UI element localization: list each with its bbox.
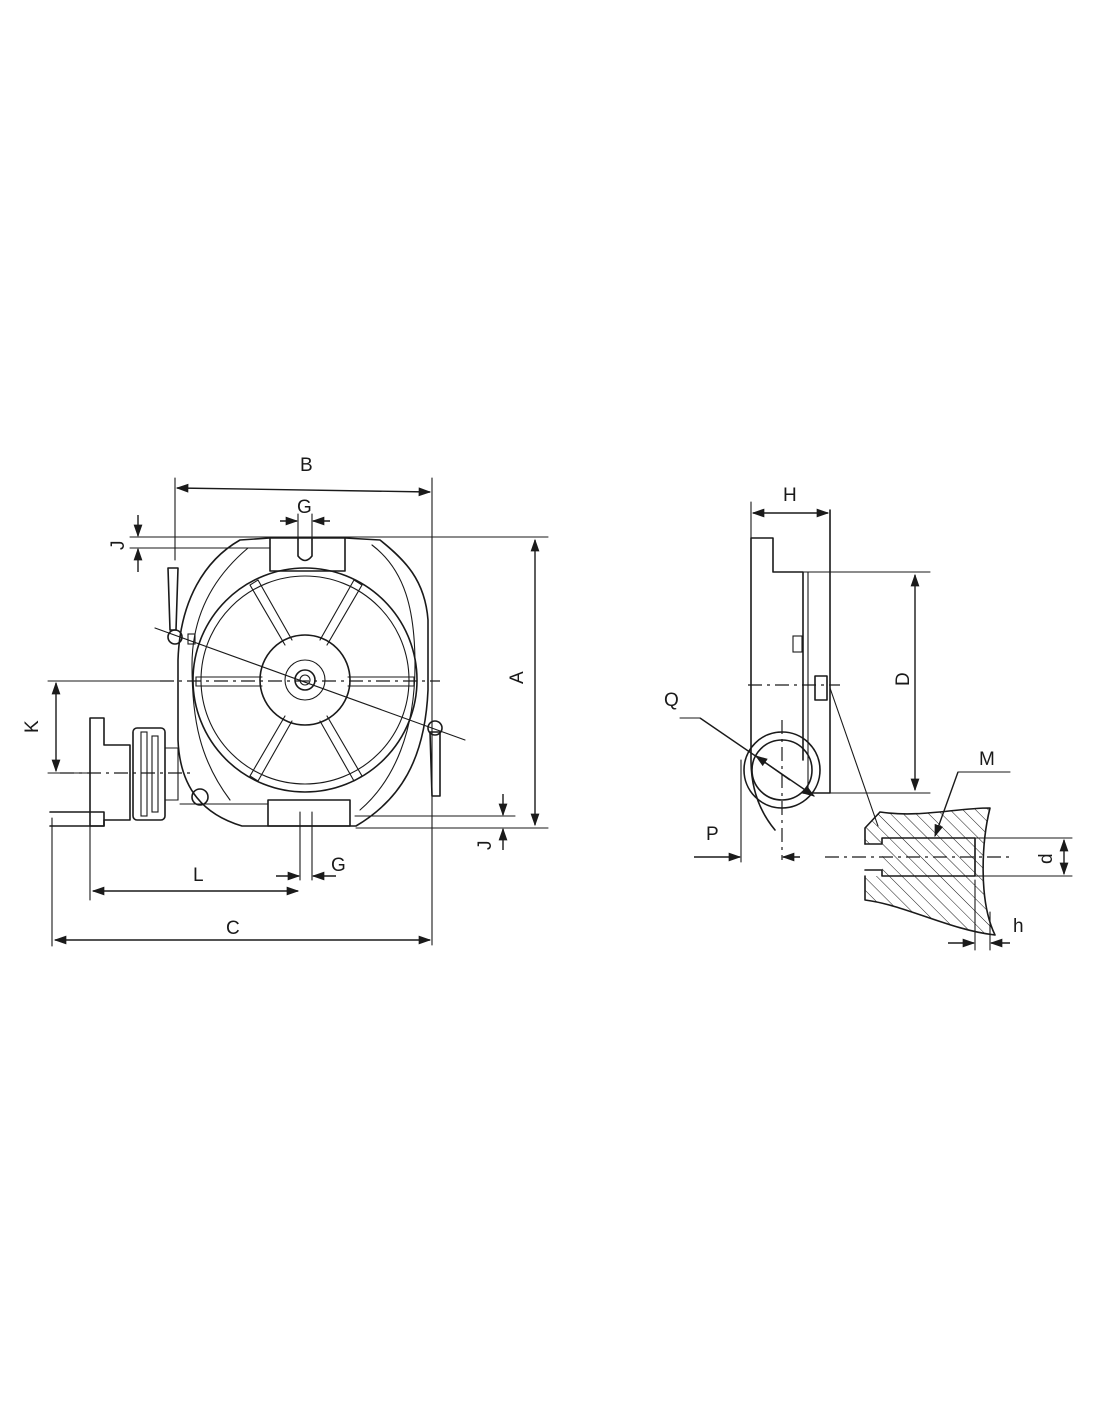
lever-right-knob <box>427 720 443 736</box>
plunger-knob <box>191 788 209 806</box>
faceplate-outer <box>192 567 418 793</box>
detail-leader <box>829 687 879 827</box>
worm-bracket <box>89 717 131 827</box>
faceplate-rim <box>200 575 410 785</box>
handwheel-flange <box>164 747 179 801</box>
label-d-upper: D <box>893 672 914 686</box>
label-g-bottom: G <box>331 855 346 876</box>
body-outline <box>177 537 429 827</box>
label-j-top: J <box>108 541 129 551</box>
front-view <box>49 537 466 881</box>
hub-mid <box>284 659 326 701</box>
side-dimensions: H D Q P <box>664 485 920 862</box>
hub-inner <box>294 669 316 691</box>
label-l: L <box>193 865 204 886</box>
body-inner-curve <box>359 544 416 811</box>
top-slot-block <box>269 537 346 572</box>
label-b: B <box>300 455 313 476</box>
section-hatch <box>865 808 995 935</box>
label-j-bottom: J <box>475 841 496 851</box>
label-c: C <box>226 918 240 939</box>
handwheel-ring-2 <box>151 735 159 813</box>
section-detail: M d h <box>825 749 1073 951</box>
side-tab-upper <box>792 635 803 653</box>
worm-shaft <box>49 811 105 827</box>
top-slot <box>297 537 313 562</box>
body-inner-curve-left <box>191 547 249 801</box>
front-dimensions: B G J A J K G L <box>22 455 549 947</box>
lever-right <box>429 731 441 797</box>
label-g-top: G <box>297 497 312 518</box>
lever-left-knob <box>167 629 183 645</box>
label-a: A <box>507 671 528 684</box>
label-m: M <box>979 749 995 770</box>
dimension-m <box>934 771 959 838</box>
label-h: H <box>783 485 797 506</box>
bottom-slot-block <box>267 799 351 827</box>
front-center-diagonal <box>154 627 466 741</box>
lever-left <box>167 567 179 631</box>
hub-outer <box>259 634 351 726</box>
label-k: K <box>22 720 43 733</box>
section-outline <box>864 807 996 936</box>
handwheel-ring-1 <box>140 731 148 817</box>
dimension-b <box>175 483 432 497</box>
lever-left-tab <box>187 633 196 645</box>
handwheel-outer <box>132 727 166 821</box>
label-d-small: d <box>1036 853 1057 864</box>
worm-housing-outer <box>743 731 821 809</box>
side-key <box>814 675 828 701</box>
label-q: Q <box>664 690 679 711</box>
label-h-small: h <box>1013 916 1024 937</box>
label-p: P <box>706 824 719 845</box>
